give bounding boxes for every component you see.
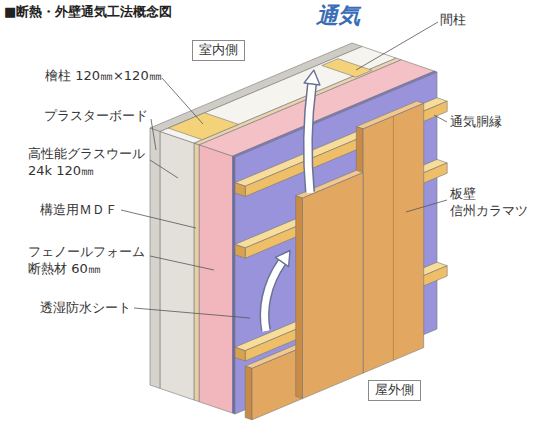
part-label: 高性能グラスウール 24k 120㎜: [28, 146, 153, 180]
leader-line: [162, 78, 203, 124]
leader-line: [121, 210, 196, 228]
batten-end: [235, 347, 245, 361]
cavity-end: [160, 132, 194, 401]
side-label: 屋外側: [375, 382, 414, 399]
leader-line: [150, 256, 214, 270]
leader-line: [134, 308, 250, 318]
leader-line: [151, 119, 156, 150]
airflow-arrow: [265, 251, 290, 332]
board-front: [303, 173, 364, 399]
part-label: 板壁 信州カラマツ: [450, 186, 535, 220]
board-end: [245, 366, 252, 420]
part-label: 檜柱 120㎜×120㎜: [45, 68, 162, 85]
leader-line: [356, 22, 438, 70]
side-box: 屋外側: [368, 380, 421, 401]
part-label: 間柱: [440, 12, 466, 29]
stud-top: [322, 59, 372, 77]
part-label: プラスターボード: [44, 108, 148, 125]
part-label: 透湿防水シート: [40, 300, 131, 317]
side-label: 室内側: [199, 42, 238, 59]
batten-end: [235, 244, 245, 258]
leader-line: [150, 160, 178, 178]
leader-line: [434, 115, 447, 122]
part-label: 構造用ＭＤＦ: [40, 202, 118, 219]
airflow-label: 通気: [316, 2, 360, 31]
foam-end: [199, 145, 232, 413]
board-front: [252, 347, 303, 420]
board-front: [363, 103, 424, 373]
post-top: [168, 113, 238, 140]
part-label: フェノールフォーム 断熱材 60㎜: [28, 244, 153, 278]
sheet-end: [233, 156, 236, 414]
part-label: 通気胴縁: [450, 114, 502, 131]
board-joint: [393, 116, 394, 360]
board-end: [296, 196, 303, 399]
airflow-arrow: [304, 70, 320, 193]
side-box: 室内側: [192, 40, 245, 61]
leader-line: [406, 200, 447, 212]
batten-end: [235, 183, 245, 197]
diagram-title: ■断熱・外壁通気工法概念図: [4, 4, 172, 21]
mdf-end: [194, 143, 199, 402]
